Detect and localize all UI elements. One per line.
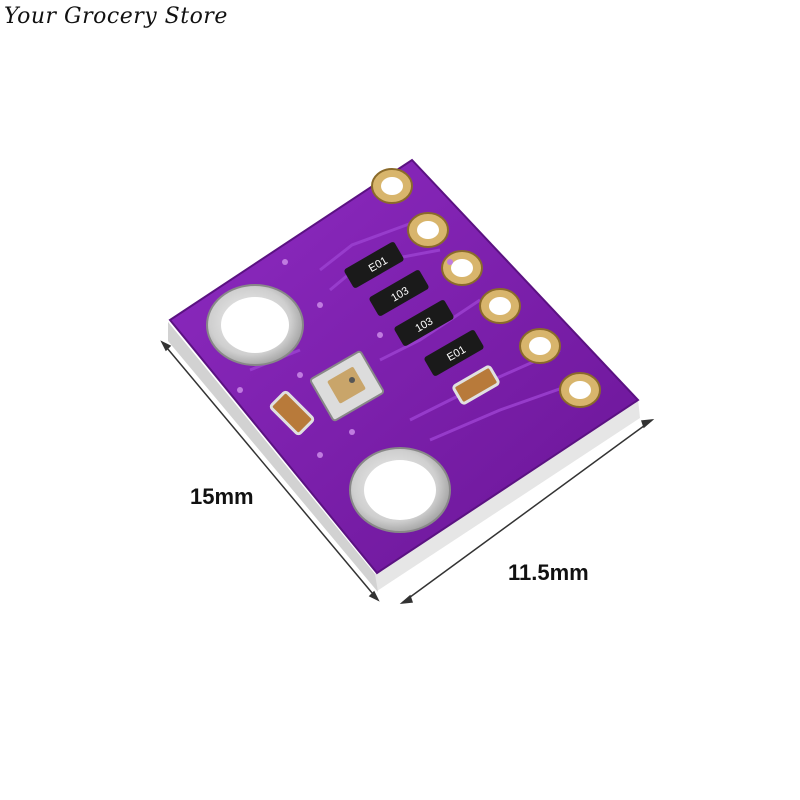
header-pad	[559, 372, 601, 408]
header-pad	[479, 288, 521, 324]
capacitor-right	[452, 365, 500, 405]
resistor-1: E01	[344, 242, 404, 288]
mounting-hole-bottom	[349, 447, 451, 533]
header-pad	[407, 212, 449, 248]
dimension-label-height: 11.5mm	[508, 560, 589, 585]
dimension-label-width: 15mm	[190, 484, 254, 509]
header-pad	[371, 168, 413, 204]
capacitor-left	[269, 390, 315, 436]
pcb-vias	[237, 259, 453, 458]
dimension-line-height	[399, 419, 655, 604]
store-watermark: Your Grocery Store	[4, 4, 228, 29]
header-pad	[519, 328, 561, 364]
resistor-2: 103	[369, 270, 429, 316]
dimension-line-width	[160, 340, 380, 602]
header-pads	[371, 168, 601, 408]
header-pad	[441, 250, 483, 286]
mounting-hole-top	[206, 284, 304, 366]
sensor-chip	[309, 350, 385, 422]
pcb-board-edge	[168, 322, 640, 592]
resistor-3: 103	[394, 300, 454, 346]
resistor-4: E01	[424, 330, 484, 376]
